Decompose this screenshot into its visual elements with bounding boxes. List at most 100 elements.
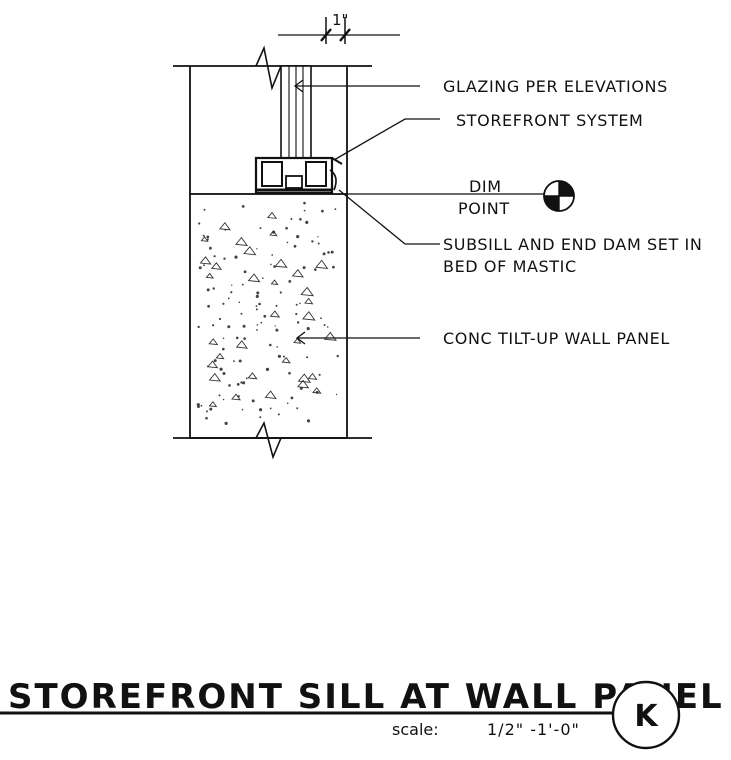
concrete-speckle [276,346,279,348]
concrete-speckle [318,373,321,376]
concrete-speckle [256,329,258,331]
concrete-speckle [240,381,243,384]
concrete-speckle [227,297,230,300]
concrete-speckle [222,398,225,401]
concrete-speckle [290,218,293,220]
concrete-speckle [262,277,264,280]
concrete-speckle [317,236,319,238]
dimension-tick-left [320,28,332,42]
concrete-speckle [271,254,274,256]
concrete-speckle [274,325,276,327]
concrete-speckle [286,241,289,244]
concrete-speckle [290,396,294,400]
top-dimension: 1" [278,11,400,44]
concrete-speckle [275,304,278,307]
panel-callout: CONC TILT-UP WALL PANEL [443,329,670,348]
concrete-aggregate [218,222,231,231]
concrete-speckle [198,222,201,225]
concrete-aggregate [208,401,218,408]
concrete-aggregate [312,387,322,394]
concrete-aggregate [234,236,249,247]
concrete-aggregate [231,393,242,401]
dimension-tick-right [339,28,351,42]
concrete-speckle [255,294,259,298]
concrete-speckle [228,384,231,387]
subsill-leader [338,189,440,245]
concrete-aggregate [215,352,225,360]
concrete-speckle [209,407,213,411]
concrete-speckle [311,240,314,243]
concrete-speckle [336,354,339,358]
concrete-aggregate [269,310,281,318]
concrete-speckle [326,326,329,328]
concrete-speckle [213,359,217,363]
storefront-callout: STOREFRONT SYSTEM [456,111,643,130]
upper-wall-outline [173,45,372,194]
scale-value: 1/2" -1'-0" [487,720,580,739]
concrete-speckle [305,220,309,224]
concrete-speckle [335,393,338,396]
concrete-speckle [222,302,225,305]
concrete-aggregate [264,390,277,399]
sealant-bead [329,169,337,191]
concrete-speckle [263,314,267,318]
concrete-speckle [219,367,223,371]
glazing-callout: GLAZING PER ELEVATIONS [443,77,668,96]
concrete-speckle [245,377,248,380]
concrete-speckle [303,209,306,212]
concrete-speckle [293,244,297,248]
concrete-aggregate [243,245,257,256]
concrete-aggregate [315,259,329,269]
concrete-speckle [197,325,200,329]
concrete-speckle [231,284,233,286]
scale-label: scale: [392,720,439,739]
concrete-speckle [241,205,245,208]
concrete-aggregate [208,372,222,382]
concrete-speckle [332,265,335,269]
concrete-aggregate [323,331,337,341]
concrete-speckle [299,386,303,390]
concrete-speckle [230,291,233,294]
callout-notes: GLAZING PER ELEVATIONS STOREFRONT SYSTEM… [443,77,702,348]
concrete-aggregate [304,297,314,305]
concrete-speckle [299,218,302,221]
concrete-speckle [296,321,300,324]
concrete-speckle [238,359,242,363]
dim-point-fill-1 [559,181,574,196]
concrete-speckle [200,404,203,407]
concrete-aggregate [269,230,278,237]
concrete-speckle [321,209,324,213]
concrete-speckle [238,301,241,304]
glazing-arrow [293,79,304,93]
concrete-speckle [322,252,326,256]
concrete-speckle [306,419,311,423]
dim-point-marker [347,180,575,212]
concrete-speckle [256,291,260,295]
lower-break-line [255,420,282,460]
concrete-speckle [243,270,247,274]
concrete-aggregate [207,360,219,369]
subsill-callout-line-1: SUBSILL AND END DAM SET IN [443,235,702,254]
concrete-speckle [241,408,244,411]
concrete-aggregate [200,236,209,242]
leader-lines [293,79,440,345]
panel-arrow [295,331,306,345]
storefront-left-tube [261,161,283,187]
concrete-speckle [222,372,226,375]
concrete-speckle [265,367,270,371]
concrete-speckle [235,336,239,340]
concrete-speckle [259,408,263,412]
concrete-speckle [212,324,215,327]
concrete-speckle [205,416,208,420]
concrete-speckle [241,283,244,286]
concrete-speckle [218,317,222,321]
detail-symbol-circle [611,680,681,750]
concrete-speckle [202,234,205,237]
concrete-speckle [255,308,258,311]
concrete-speckle [323,324,326,326]
concrete-speckle [288,280,292,283]
concrete-speckle [206,288,210,292]
concrete-speckle [303,201,306,205]
concrete-speckle [295,303,298,306]
concrete-speckle [306,327,310,331]
